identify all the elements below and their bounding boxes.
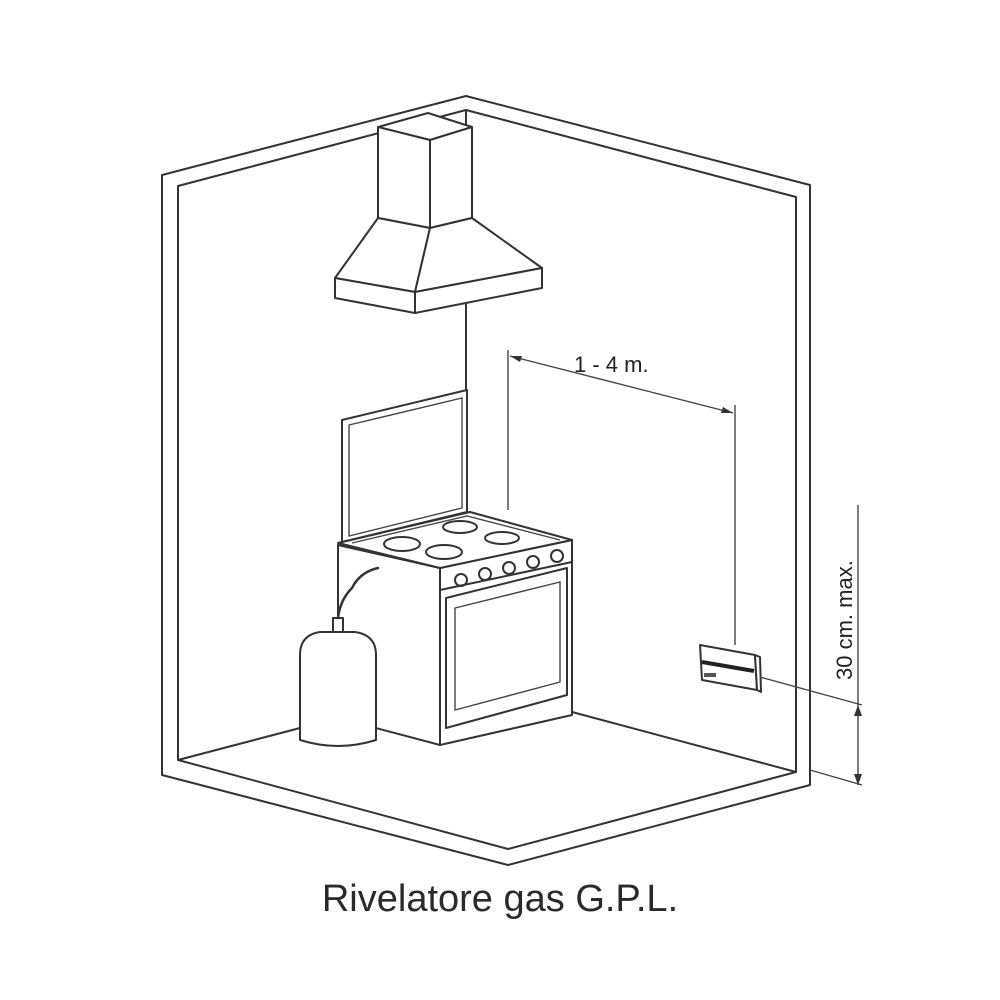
control-knobs bbox=[454, 549, 564, 587]
stove bbox=[337, 389, 573, 746]
burners bbox=[383, 520, 520, 560]
caption: Rivelatore gas G.P.L. bbox=[321, 878, 679, 920]
distance-dimension: 1 - 4 m. bbox=[507, 350, 736, 645]
room-walls bbox=[161, 95, 811, 866]
gas-detector[interactable] bbox=[699, 644, 762, 693]
distance-label: 1 - 4 m. bbox=[574, 352, 649, 377]
height-label: 30 cm. max. bbox=[832, 560, 857, 680]
range-hood bbox=[334, 112, 543, 314]
gas-cylinder bbox=[299, 566, 380, 747]
height-dimension: 30 cm. max. bbox=[759, 505, 863, 786]
